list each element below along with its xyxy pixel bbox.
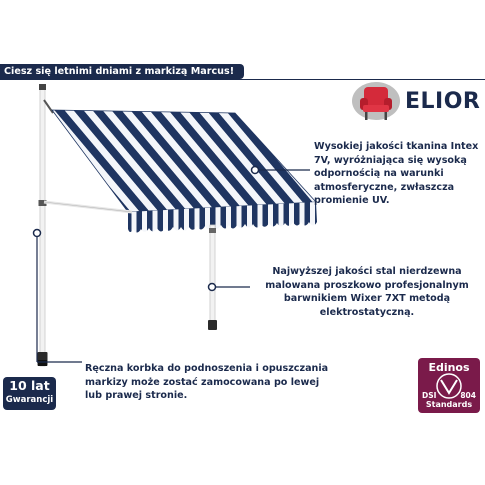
awning-illustration [37,84,317,367]
certification-badge: Edinos DSI 804 Standards [418,358,480,413]
certification-number: 804 [460,391,476,400]
warranty-years: 10 lat [9,378,50,393]
certification-dsi: DSI [422,391,437,400]
brand-name: ELIOR [405,89,481,114]
certification-seal-icon [436,373,462,399]
support-arm [43,200,133,214]
warranty-label: Gwarancji [5,395,54,405]
certification-standards: Standards [425,400,473,409]
right-pole [208,224,217,330]
page-title: Ciesz się letnimi dniami z markizą Marcu… [0,64,244,79]
feature-steel-text: Najwyższej jakości stal nierdzewna malow… [265,266,469,318]
feature-fabric-text: Wysokiej jakości tkanina Intex 7V, wyróż… [314,141,479,206]
title-divider [0,79,485,80]
warranty-badge: 10 lat Gwarancji [3,377,56,410]
certification-name: Edinos [428,361,470,374]
left-pole [37,84,54,367]
brand-logo [352,82,400,120]
feature-crank-text: Ręczna korbka do podnoszenia i opuszczan… [85,363,329,401]
armchair-icon [352,82,400,120]
